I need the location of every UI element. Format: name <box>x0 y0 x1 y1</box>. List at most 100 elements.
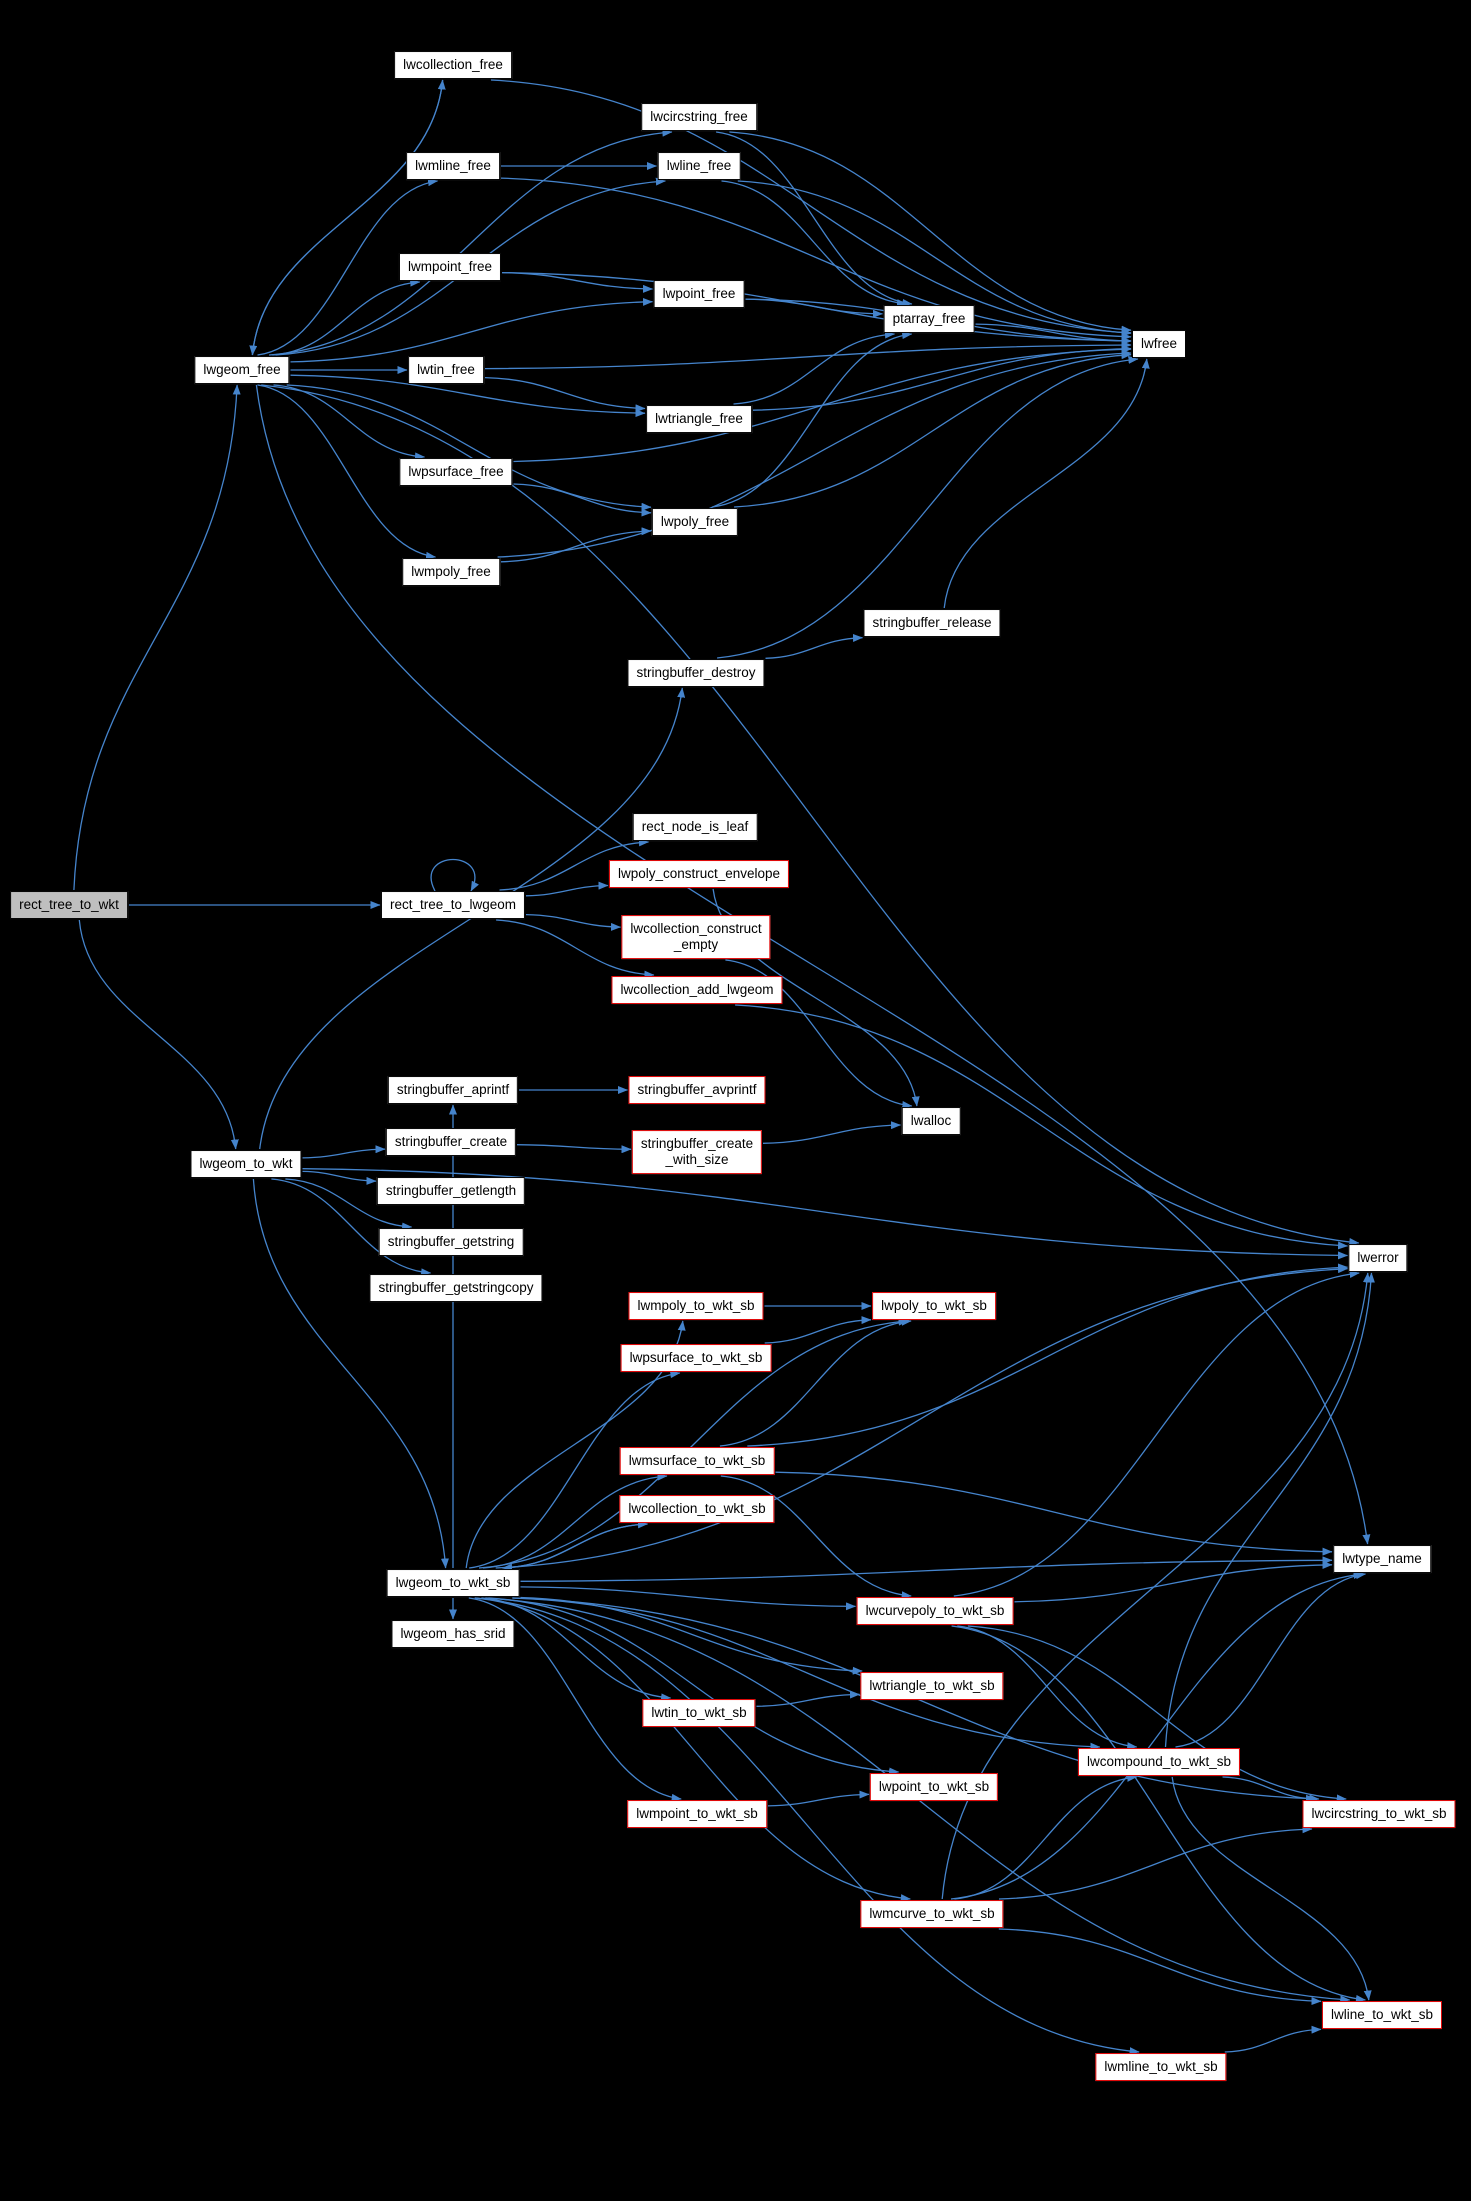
edge-lwgeom_free-to-lwtype_name <box>255 384 1371 1545</box>
edge-lwcollection_free-to-lwfree <box>490 79 1132 337</box>
edge-lwgeom_to_wkt_sb-to-lwtin_to_wkt_sb <box>481 1597 672 1702</box>
graph-node-lwgeom_has_srid[interactable]: lwgeom_has_srid <box>391 1620 515 1648</box>
graph-node-stringbuffer_create_with_size[interactable]: stringbuffer_create _with_size <box>631 1130 763 1174</box>
edge-lwcollection_free-to-lwgeom_free <box>249 79 444 356</box>
edge-lwcurvepoly_to_wkt_sb-to-lwtype_name <box>1014 1560 1333 1603</box>
graph-node-lwmpoly_free[interactable]: lwmpoly_free <box>402 558 500 586</box>
edge-lwmcurve_to_wkt_sb-to-lwline_to_wkt_sb <box>998 1928 1322 2006</box>
graph-node-stringbuffer_getstring[interactable]: stringbuffer_getstring <box>378 1228 524 1256</box>
edge-lwgeom_to_wkt-to-stringbuffer_getstring <box>285 1178 413 1231</box>
edge-lwmline_to_wkt_sb-to-lwline_to_wkt_sb <box>1224 2025 1322 2053</box>
graph-node-lwtin_free[interactable]: lwtin_free <box>408 356 484 384</box>
graph-node-lwcompound_to_wkt_sb[interactable]: lwcompound_to_wkt_sb <box>1077 1748 1241 1776</box>
graph-node-lwcollection_construct_empty[interactable]: lwcollection_construct _empty <box>621 915 771 959</box>
edge-lwcollection_construct_empty-to-lwalloc <box>725 959 913 1109</box>
edge-lwgeom_free-to-lwpoly_free <box>286 384 652 511</box>
edge-lwgeom_to_wkt_sb-to-lwpsurface_to_wkt_sb <box>469 1370 681 1569</box>
graph-node-lwmsurface_to_wkt_sb[interactable]: lwmsurface_to_wkt_sb <box>619 1447 775 1475</box>
edge-lwgeom_to_wkt_sb-to-lwmline_to_wkt_sb <box>474 1597 1140 2056</box>
graph-node-stringbuffer_getstringcopy[interactable]: stringbuffer_getstringcopy <box>369 1274 543 1302</box>
graph-node-lwcurvepoly_to_wkt_sb[interactable]: lwcurvepoly_to_wkt_sb <box>856 1597 1014 1625</box>
graph-node-lwpoly_construct_envelope[interactable]: lwpoly_construct_envelope <box>608 860 790 888</box>
graph-node-lwmline_free[interactable]: lwmline_free <box>406 152 500 180</box>
graph-node-lwpoint_free[interactable]: lwpoint_free <box>653 280 745 308</box>
edge-rect_tree_to_lwgeom-to-rect_node_is_leaf <box>499 838 649 891</box>
edge-lwgeom_to_wkt_sb-to-lwmcurve_to_wkt_sb <box>474 1597 911 1903</box>
edge-stringbuffer_destroy-to-lwfree <box>717 355 1139 659</box>
graph-node-stringbuffer_getlength[interactable]: stringbuffer_getlength <box>376 1177 526 1205</box>
graph-node-lwcollection_add_lwgeom[interactable]: lwcollection_add_lwgeom <box>611 976 783 1004</box>
edge-rect_tree_to_lwgeom-to-lwcollection_add_lwgeom <box>496 919 655 979</box>
graph-node-lwmpoly_to_wkt_sb[interactable]: lwmpoly_to_wkt_sb <box>628 1292 764 1320</box>
edge-rect_tree_to_lwgeom-to-lwcollection_construct_empty <box>525 913 621 931</box>
graph-node-lwtriangle_free[interactable]: lwtriangle_free <box>646 405 752 433</box>
edge-lwgeom_to_wkt-to-stringbuffer_create <box>302 1145 386 1159</box>
graph-node-ptarray_free[interactable]: ptarray_free <box>883 305 975 333</box>
graph-node-lwline_to_wkt_sb[interactable]: lwline_to_wkt_sb <box>1321 2001 1443 2029</box>
graph-node-lwpoint_to_wkt_sb[interactable]: lwpoint_to_wkt_sb <box>869 1773 999 1801</box>
edge-lwmcurve_to_wkt_sb-to-lwcircstring_to_wkt_sb <box>998 1825 1313 1900</box>
graph-node-rect_node_is_leaf[interactable]: rect_node_is_leaf <box>632 813 758 841</box>
graph-node-lwmpoint_free[interactable]: lwmpoint_free <box>398 253 502 281</box>
edge-lwgeom_free-to-lwtriangle_free <box>290 374 646 418</box>
edge-lwgeom_to_wkt_sb-to-lwtype_name <box>520 1556 1333 1582</box>
edge-lwgeom_to_wkt-to-stringbuffer_getlength <box>302 1170 377 1185</box>
graph-node-rect_tree_to_lwgeom[interactable]: rect_tree_to_lwgeom <box>380 891 526 919</box>
graph-node-lwgeom_to_wkt_sb[interactable]: lwgeom_to_wkt_sb <box>386 1569 520 1597</box>
graph-node-lwcircstring_free[interactable]: lwcircstring_free <box>641 103 757 131</box>
edge-lwgeom_to_wkt-to-lwerror <box>302 1168 1348 1260</box>
edge-lwpsurface_free-to-lwpoly_free <box>513 483 652 517</box>
graph-node-lwpsurface_to_wkt_sb[interactable]: lwpsurface_to_wkt_sb <box>620 1344 772 1372</box>
edge-lwcircstring_free-to-ptarray_free <box>716 131 913 307</box>
graph-node-stringbuffer_create[interactable]: stringbuffer_create <box>385 1128 517 1156</box>
graph-node-lwpoly_free[interactable]: lwpoly_free <box>651 508 739 536</box>
graph-node-lwpsurface_free[interactable]: lwpsurface_free <box>399 458 513 486</box>
edge-lwtin_free-to-lwfree <box>484 341 1132 370</box>
edge-rect_tree_to_wkt-to-lwgeom_to_wkt <box>78 919 239 1150</box>
edge-lwgeom_to_wkt_sb-to-lwmsurface_to_wkt_sb <box>482 1472 668 1569</box>
edge-lwgeom_free-to-lwcircstring_free <box>269 128 673 356</box>
edge-lwcollection_to_wkt_sb-to-lwgeom_to_wkt_sb <box>502 1523 648 1572</box>
graph-node-lwline_free[interactable]: lwline_free <box>657 152 741 180</box>
graph-node-lwmcurve_to_wkt_sb[interactable]: lwmcurve_to_wkt_sb <box>860 1900 1004 1928</box>
graph-node-lwfree[interactable]: lwfree <box>1131 330 1187 358</box>
edge-lwpsurface_to_wkt_sb-to-lwpoly_to_wkt_sb <box>764 1316 872 1344</box>
edge-lwcompound_to_wkt_sb-to-lwtype_name <box>1175 1571 1366 1748</box>
edge-lwmcurve_to_wkt_sb-to-lwcompound_to_wkt_sb <box>954 1773 1138 1900</box>
edge-lwtin_to_wkt_sb-to-lwtriangle_to_wkt_sb <box>756 1690 860 1707</box>
graph-node-stringbuffer_avprintf[interactable]: stringbuffer_avprintf <box>628 1076 766 1104</box>
graph-node-stringbuffer_aprintf[interactable]: stringbuffer_aprintf <box>387 1076 519 1104</box>
graph-node-lwgeom_free[interactable]: lwgeom_free <box>194 356 290 384</box>
graph-node-lwmpoint_to_wkt_sb[interactable]: lwmpoint_to_wkt_sb <box>627 1800 767 1828</box>
graph-node-lwtriangle_to_wkt_sb[interactable]: lwtriangle_to_wkt_sb <box>860 1672 1004 1700</box>
edge-lwcompound_to_wkt_sb-to-lwcircstring_to_wkt_sb <box>1222 1776 1316 1803</box>
graph-node-lwpoly_to_wkt_sb[interactable]: lwpoly_to_wkt_sb <box>872 1292 996 1320</box>
graph-node-lwtype_name[interactable]: lwtype_name <box>1333 1545 1431 1573</box>
edge-ptarray_free-to-lwfree <box>975 323 1132 345</box>
edge-lwgeom_to_wkt_sb-to-lwcompound_to_wkt_sb <box>512 1597 1101 1751</box>
graph-node-lwalloc[interactable]: lwalloc <box>901 1107 961 1135</box>
graph-node-stringbuffer_release[interactable]: stringbuffer_release <box>863 609 1001 637</box>
graph-node-lwcollection_free[interactable]: lwcollection_free <box>394 51 512 79</box>
graph-node-lwerror[interactable]: lwerror <box>1348 1244 1408 1272</box>
edge-lwmsurface_to_wkt_sb-to-lwtype_name <box>775 1471 1333 1556</box>
edge-lwtin_free-to-lwtriangle_free <box>484 376 646 413</box>
graph-node-lwgeom_to_wkt[interactable]: lwgeom_to_wkt <box>190 1150 302 1178</box>
edge-lwcollection_add_lwgeom-to-lwerror <box>735 1004 1348 1250</box>
edge-lwmsurface_to_wkt_sb-to-lwpoly_to_wkt_sb <box>719 1317 912 1447</box>
edge-lwgeom_free-to-lwmpoint_free <box>272 278 421 356</box>
edge-lwmpoint_to_wkt_sb-to-lwpoint_to_wkt_sb <box>767 1790 870 1807</box>
graph-node-lwtin_to_wkt_sb[interactable]: lwtin_to_wkt_sb <box>642 1699 756 1727</box>
edge-lwgeom_to_wkt_sb-to-lwpoly_to_wkt_sb <box>478 1317 909 1569</box>
graph-node-rect_tree_to_wkt[interactable]: rect_tree_to_wkt <box>10 891 128 919</box>
graph-node-lwcollection_to_wkt_sb[interactable]: lwcollection_to_wkt_sb <box>619 1495 775 1523</box>
graph-node-stringbuffer_destroy[interactable]: stringbuffer_destroy <box>627 659 765 687</box>
edge-rect_tree_to_lwgeom-to-rect_tree_to_lwgeom <box>430 858 479 892</box>
edge-lwpoly_free-to-ptarray_free <box>712 331 913 508</box>
graph-node-lwcircstring_to_wkt_sb[interactable]: lwcircstring_to_wkt_sb <box>1302 1800 1456 1828</box>
edge-lwmsurface_to_wkt_sb-to-lwerror <box>747 1263 1348 1447</box>
edge-lwgeom_to_wkt_sb-to-lwpoint_to_wkt_sb <box>488 1597 900 1776</box>
graph-node-lwmline_to_wkt_sb[interactable]: lwmline_to_wkt_sb <box>1095 2053 1227 2081</box>
edge-lwline_free-to-lwfree <box>737 180 1132 337</box>
